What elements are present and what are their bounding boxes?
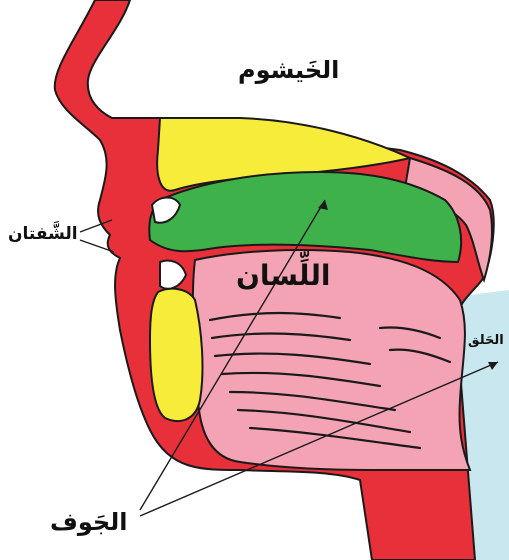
label-nasal-cavity: الخَيشوم: [238, 58, 339, 82]
palate-lower: [150, 289, 202, 421]
label-tongue: اللِّسان: [236, 262, 330, 290]
label-oral-cavity: الجَوف: [50, 510, 127, 534]
label-throat: الحَلق: [468, 334, 504, 347]
label-lips: الشَّفتان: [8, 226, 78, 243]
